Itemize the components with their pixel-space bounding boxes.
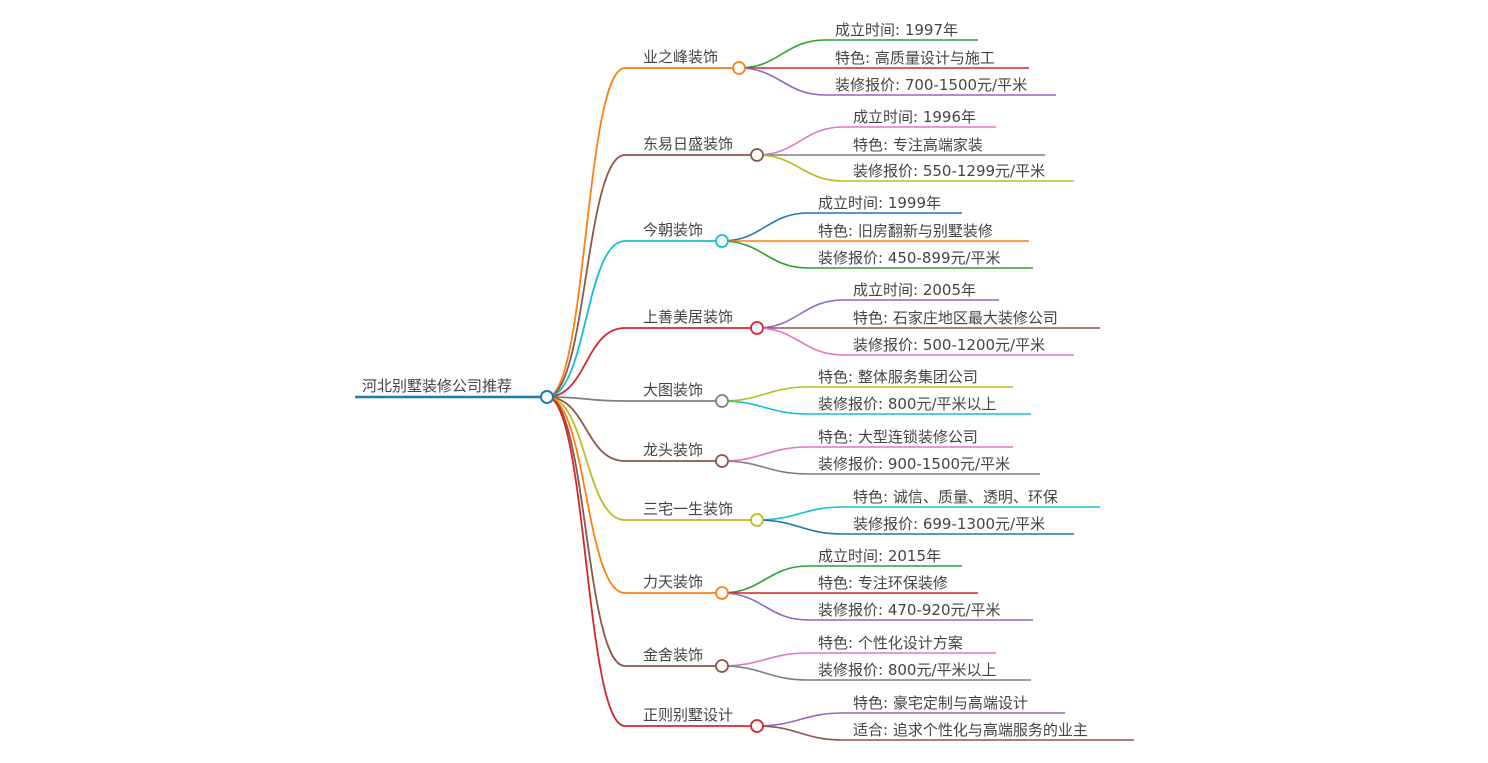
branch-edge: [546, 67, 739, 398]
root-node-label[interactable]: 河北别墅装修公司推荐: [362, 377, 512, 395]
branch-collapse-toggle[interactable]: [715, 234, 729, 248]
leaf-label[interactable]: 适合: 追求个性化与高端服务的业主: [853, 721, 1088, 739]
branch-edge: [546, 396, 722, 667]
branch-edge: [546, 396, 722, 594]
leaf-edge: [721, 400, 1031, 415]
leaf-edge: [721, 460, 1040, 475]
leaf-label[interactable]: 装修报价: 700-1500元/平米: [835, 76, 1027, 94]
branch-label[interactable]: 业之峰装饰: [643, 48, 718, 66]
branch-label[interactable]: 东易日盛装饰: [643, 135, 733, 153]
branch-collapse-toggle[interactable]: [715, 394, 729, 408]
branch-edge: [546, 327, 757, 398]
leaf-label[interactable]: 装修报价: 800元/平米以上: [818, 395, 997, 413]
branch-collapse-toggle[interactable]: [715, 659, 729, 673]
leaf-edge: [756, 725, 1134, 741]
branch-label[interactable]: 力天装饰: [643, 573, 703, 591]
leaf-label[interactable]: 特色: 大型连锁装修公司: [818, 428, 978, 446]
leaf-label[interactable]: 特色: 旧房翻新与别墅装修: [818, 222, 993, 240]
branch-collapse-toggle[interactable]: [732, 61, 746, 75]
leaf-edge: [756, 299, 999, 329]
leaf-edge: [721, 212, 962, 242]
leaf-label[interactable]: 特色: 高质量设计与施工: [835, 49, 995, 67]
leaf-label[interactable]: 特色: 专注高端家装: [853, 136, 983, 154]
root-collapse-toggle[interactable]: [540, 390, 554, 404]
leaf-label[interactable]: 装修报价: 450-899元/平米: [818, 249, 1001, 267]
leaf-label[interactable]: 装修报价: 800元/平米以上: [818, 661, 997, 679]
branch-label[interactable]: 金舍装饰: [643, 646, 703, 664]
branch-collapse-toggle[interactable]: [750, 513, 764, 527]
branch-label[interactable]: 三宅一生装饰: [643, 500, 733, 518]
branch-collapse-toggle[interactable]: [715, 454, 729, 468]
leaf-edge: [721, 592, 1033, 621]
branch-label[interactable]: 正则别墅设计: [643, 706, 733, 724]
leaf-edge: [738, 39, 978, 69]
branch-label[interactable]: 大图装饰: [643, 381, 703, 399]
leaf-label[interactable]: 装修报价: 470-920元/平米: [818, 601, 1001, 619]
branch-edge: [546, 396, 722, 462]
branch-edge: [546, 396, 757, 727]
leaf-label[interactable]: 装修报价: 900-1500元/平米: [818, 455, 1010, 473]
leaf-label[interactable]: 成立时间: 1999年: [818, 194, 941, 212]
branch-label[interactable]: 上善美居装饰: [643, 308, 733, 326]
leaf-edge: [756, 154, 1074, 182]
branch-edge: [546, 154, 757, 398]
leaf-edge: [721, 446, 1013, 462]
leaf-label[interactable]: 特色: 石家庄地区最大装修公司: [853, 309, 1058, 327]
leaf-label[interactable]: 成立时间: 1996年: [853, 108, 976, 126]
edges: [355, 39, 1134, 741]
leaf-label[interactable]: 特色: 整体服务集团公司: [818, 368, 978, 386]
leaf-label[interactable]: 成立时间: 2015年: [818, 547, 941, 565]
leaf-edge: [721, 240, 1033, 269]
leaf-label[interactable]: 装修报价: 550-1299元/平米: [853, 162, 1045, 180]
branch-collapse-toggle[interactable]: [750, 321, 764, 335]
branch-collapse-toggle[interactable]: [750, 148, 764, 162]
leaf-edge: [756, 126, 996, 156]
branch-collapse-toggle[interactable]: [750, 719, 764, 733]
leaf-label[interactable]: 特色: 专注环保装修: [818, 574, 948, 592]
leaf-label[interactable]: 特色: 个性化设计方案: [818, 634, 963, 652]
leaf-edge: [721, 665, 1031, 681]
leaf-label[interactable]: 成立时间: 1997年: [835, 21, 958, 39]
branch-label[interactable]: 今朝装饰: [643, 221, 703, 239]
leaf-edge: [756, 327, 1074, 356]
branch-edge: [546, 396, 757, 521]
leaf-edge: [756, 712, 1065, 727]
leaf-edge: [756, 519, 1074, 535]
leaf-label[interactable]: 装修报价: 500-1200元/平米: [853, 336, 1045, 354]
leaf-edge: [721, 652, 996, 667]
branch-label[interactable]: 龙头装饰: [643, 441, 703, 459]
leaf-label[interactable]: 特色: 诚信、质量、透明、环保: [853, 488, 1058, 506]
leaf-edge: [738, 67, 1056, 96]
leaf-edge: [721, 386, 1013, 402]
branch-edge: [546, 396, 722, 402]
leaf-label[interactable]: 特色: 豪宅定制与高端设计: [853, 694, 1028, 712]
branch-edge: [546, 240, 722, 398]
branch-collapse-toggle[interactable]: [715, 586, 729, 600]
leaf-label[interactable]: 装修报价: 699-1300元/平米: [853, 515, 1045, 533]
leaf-label[interactable]: 成立时间: 2005年: [853, 281, 976, 299]
leaf-edge: [756, 506, 1100, 521]
leaf-edge: [721, 565, 962, 594]
